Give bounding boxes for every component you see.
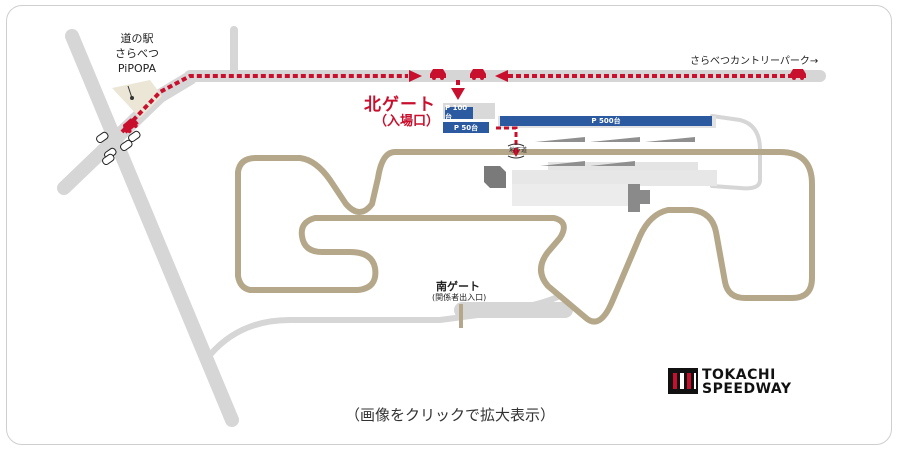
station-label: 道の駅 さらべつ PiPOPA	[104, 31, 170, 76]
station-pointer	[127, 85, 133, 99]
north-gate-sub-label: （入場口）	[374, 114, 440, 129]
car-icon	[470, 69, 486, 80]
underpass-label: 地下道	[509, 147, 528, 154]
car-icon	[790, 69, 806, 80]
grandstand-light	[512, 170, 717, 186]
arrow-down-icon	[451, 88, 465, 100]
highway-road	[65, 29, 239, 427]
station-label-line: さらべつ	[115, 47, 159, 60]
arrow-down-icon	[512, 150, 520, 157]
country-park-label[interactable]: さらべつカントリーパーク→	[690, 56, 819, 67]
station-label-line: 道の駅	[120, 32, 154, 45]
logo-icon	[668, 368, 698, 394]
building-right	[628, 184, 650, 212]
car-icon	[96, 130, 141, 166]
underpass-marker	[507, 143, 525, 159]
south-gate-bar	[459, 304, 463, 328]
stand-5	[590, 161, 635, 166]
stand-1	[535, 137, 585, 142]
building-left	[484, 166, 506, 188]
parking-p50-badge: P 50台	[443, 122, 489, 133]
car-icon	[430, 69, 446, 80]
route-from-station	[120, 74, 408, 134]
south-gate-label: 南ゲート	[436, 280, 480, 293]
logo-line-2: SPEEDWAY	[702, 381, 792, 397]
station-area	[112, 80, 162, 118]
south-gate-sub-label: (関係者出入口)	[432, 293, 487, 302]
arrow-right-icon	[409, 70, 422, 82]
stand-4	[540, 161, 585, 166]
route-to-underpass	[496, 126, 518, 150]
parking-p500-badge: P 500台	[500, 116, 712, 126]
north-gate-label: 北ゲート	[364, 95, 436, 115]
enlarge-caption[interactable]: （画像をクリックで拡大表示）	[344, 406, 555, 424]
station-pointer-dot	[130, 96, 134, 100]
pit-building	[512, 184, 632, 206]
stand-3	[645, 137, 695, 142]
buildings	[484, 137, 717, 212]
logo-text: TOKACHI SPEEDWAY	[702, 368, 792, 396]
arrow-left-icon	[495, 70, 508, 82]
stand-2	[590, 137, 640, 142]
paddock-loop-road	[710, 114, 762, 191]
logo-line-1: TOKACHI	[702, 367, 776, 383]
parking-p100-badge: P 100台	[445, 104, 473, 121]
station-label-line: PiPOPA	[117, 62, 157, 75]
car-icon	[122, 118, 139, 134]
circuit-track[interactable]	[235, 149, 815, 325]
roads	[57, 26, 826, 427]
